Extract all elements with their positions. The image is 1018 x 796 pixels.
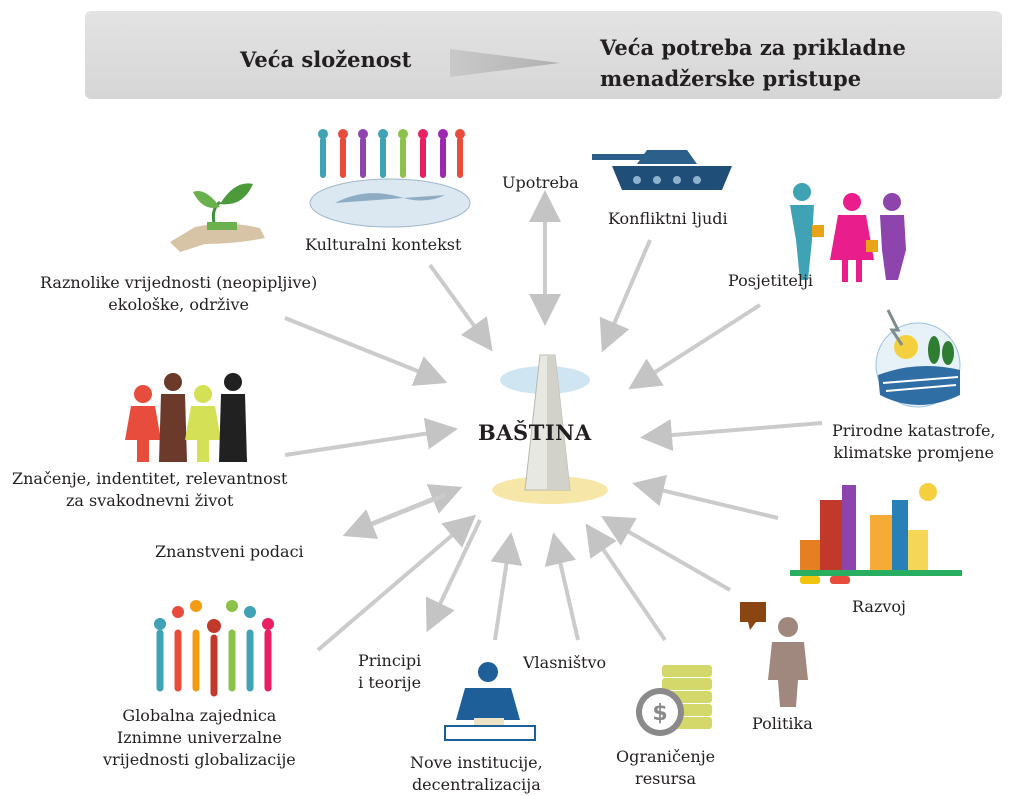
label-raznolike-vrijednosti: Raznolike vrijednosti (neopipljive) ekol…	[40, 272, 317, 316]
top-banner	[85, 11, 1002, 99]
znacenje-line2: za svakodnevni život	[65, 491, 234, 510]
arrow-nove	[490, 532, 523, 641]
hand-plant-icon	[170, 183, 265, 252]
arrow-principi-out	[425, 519, 482, 633]
raznolike-line1: Raznolike vrijednosti (neopipljive)	[40, 273, 318, 292]
arrow-razvoj	[632, 475, 779, 520]
nove-line2: decentralizacija	[411, 775, 541, 794]
global-community-icon	[154, 600, 274, 697]
label-znanstveni-podaci: Znanstveni podaci	[155, 542, 304, 561]
arrow-raznolike	[284, 316, 448, 386]
prirodne-line2: klimatske promjene	[833, 443, 994, 462]
arrow-konfliktni	[599, 239, 652, 353]
disaster-icon	[875, 309, 961, 408]
principi-line2: i teorije	[358, 673, 422, 692]
globalna-line1: Globalna zajednica	[122, 706, 277, 725]
arrow-vlasnistvo	[544, 532, 580, 641]
arrow-prirodne	[640, 419, 823, 452]
svg-text:$: $	[652, 701, 667, 726]
office-person-icon	[444, 662, 536, 741]
center-label: BAŠTINA	[478, 420, 592, 445]
label-politika: Politika	[752, 714, 813, 733]
banner-right-line1: Veća potreba za prikladne	[600, 35, 906, 60]
label-nove-institucije: Nove institucije, decentralizacija	[410, 752, 543, 796]
arrow-politika	[601, 516, 731, 592]
znacenje-line1: Značenje, indentitet, relevantnost	[12, 469, 288, 488]
label-globalna-zajednica: Globalna zajednica Iznimne univerzalne v…	[103, 705, 296, 771]
banner-arrow-icon	[450, 49, 560, 77]
label-vlasnistvo: Vlasništvo	[523, 653, 607, 672]
label-ogranicenje: Ograničenje resursa	[616, 746, 715, 790]
globe-people-icon	[309, 129, 471, 228]
banner-left-text: Veća složenost	[240, 47, 412, 72]
label-kulturalni-kontekst: Kulturalni kontekst	[305, 235, 462, 254]
ogranicenje-line2: resursa	[635, 769, 697, 788]
globalna-line2: Iznimne univerzalne	[116, 728, 282, 747]
banner-right-line2: menadžerske pristupe	[600, 66, 862, 91]
politician-speech-icon	[740, 602, 808, 707]
label-principi: Principi i teorije	[358, 650, 421, 694]
coins-dollar-icon: $	[636, 665, 712, 736]
label-upotreba: Upotreba	[502, 173, 579, 192]
arrow-posjetitelji	[628, 303, 762, 390]
ogranicenje-line1: Ograničenje	[616, 747, 716, 766]
prirodne-line1: Prirodne katastrofe,	[832, 421, 996, 440]
arrow-globalna	[316, 514, 477, 652]
label-razvoj: Razvoj	[852, 597, 907, 616]
visitors-icon	[790, 183, 906, 282]
arrow-ogranicenje	[585, 523, 667, 642]
city-icon	[790, 483, 962, 584]
tank-icon	[592, 150, 732, 190]
label-prirodne-katastrofe: Prirodne katastrofe, klimatske promjene	[832, 420, 996, 464]
obelisk-icon	[492, 354, 608, 504]
label-konfliktni-ljudi: Konfliktni ljudi	[608, 209, 728, 228]
label-posjetitelji: Posjetitelji	[728, 271, 814, 290]
nove-line1: Nove institucije,	[410, 753, 543, 772]
globalna-line3: vrijednosti globalizacije	[103, 750, 296, 769]
family-icon	[125, 373, 247, 462]
principi-line1: Principi	[358, 651, 422, 670]
arrow-znanstveni-in	[342, 493, 446, 539]
raznolike-line2: ekološke, održive	[108, 295, 249, 314]
label-znacenje: Značenje, indentitet, relevantnost za sv…	[12, 468, 287, 512]
arrow-kulturalni	[428, 263, 493, 352]
banner-right-text: Veća potreba za prikladne menadžerske pr…	[600, 32, 906, 94]
arrow-znacenje	[284, 417, 458, 457]
